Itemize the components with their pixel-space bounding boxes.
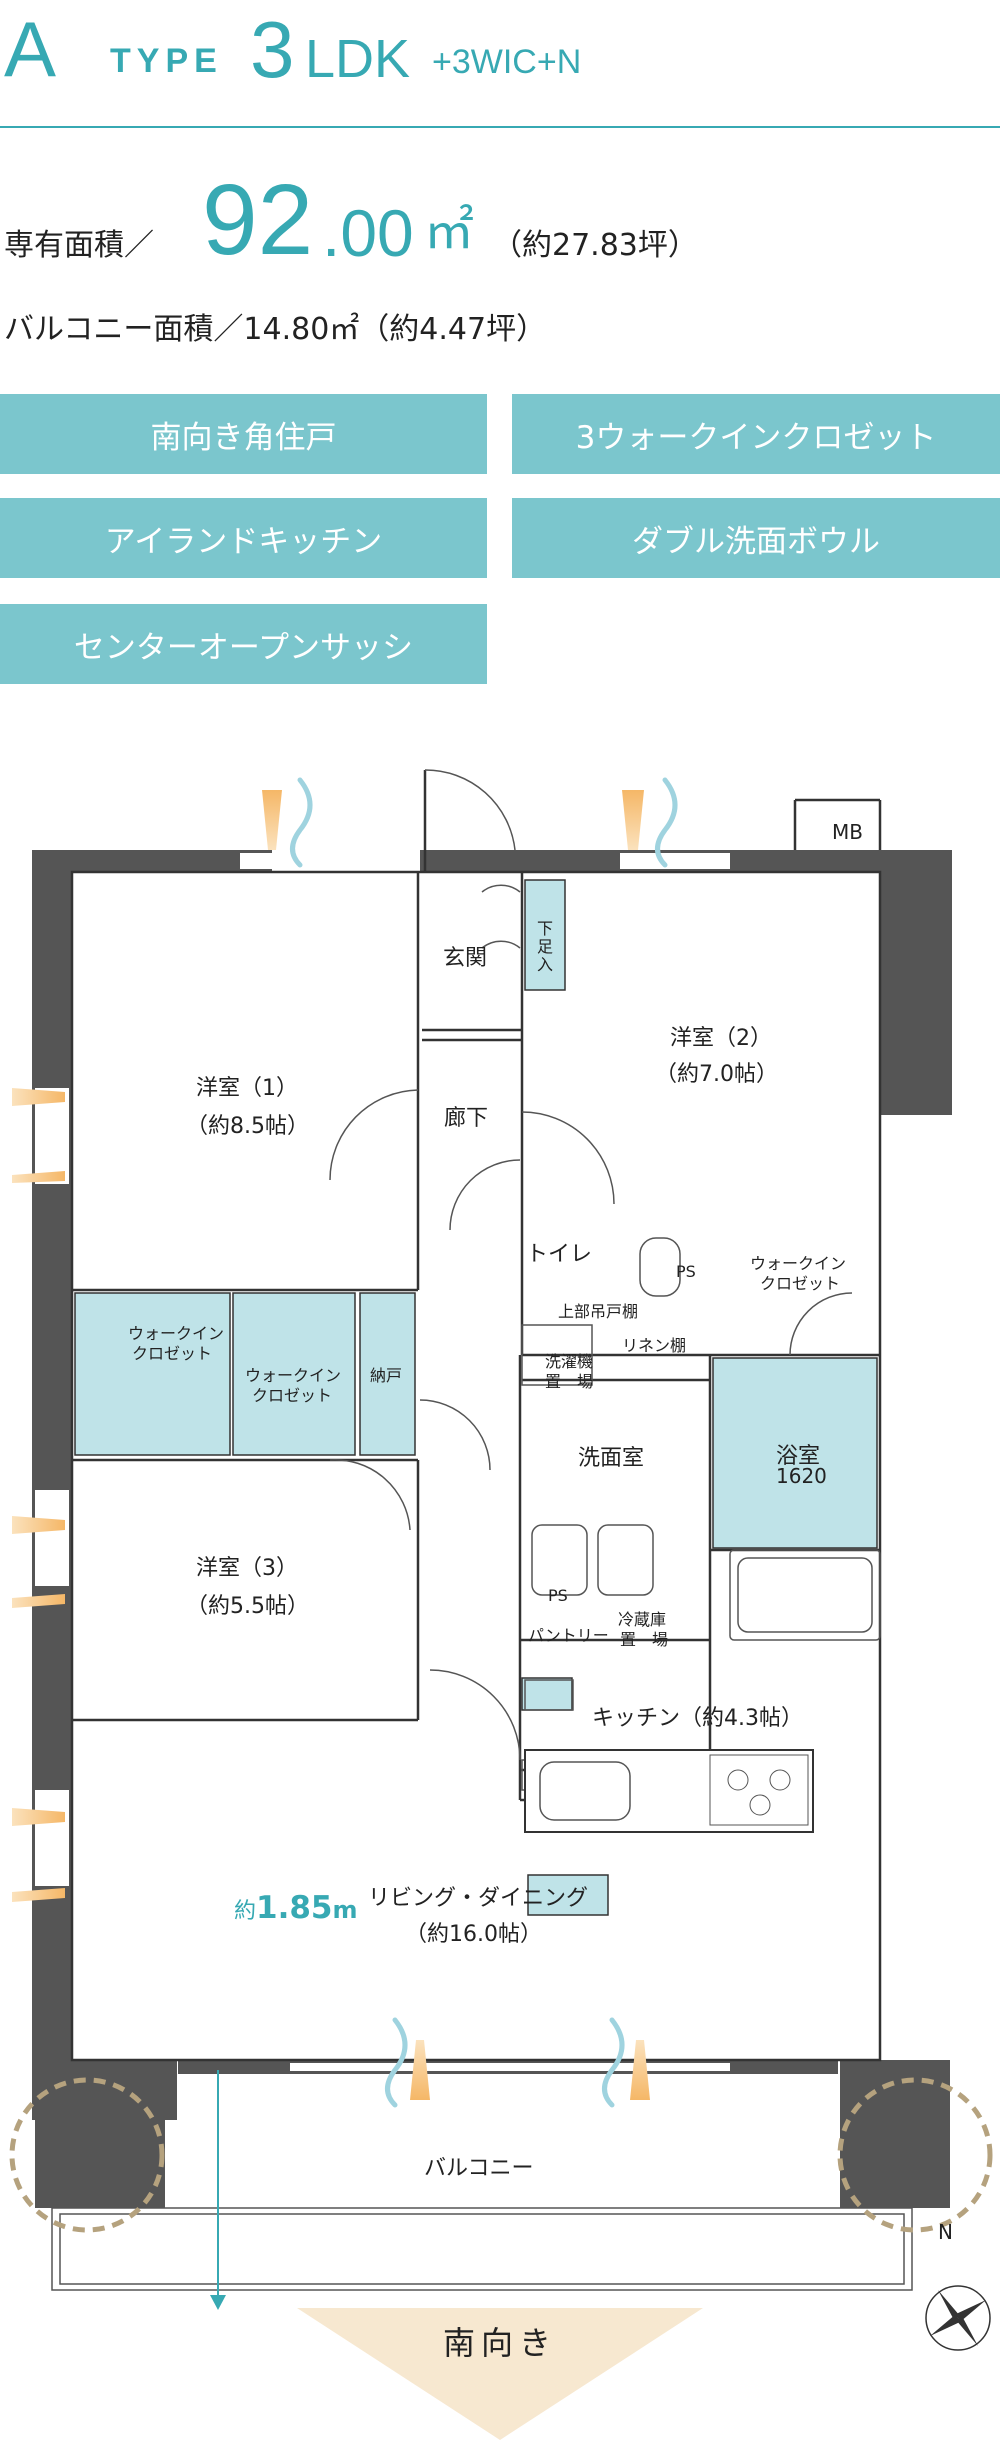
nando-label: 納戸 — [370, 1366, 403, 1385]
floor-plan-drawing — [9, 769, 993, 2440]
balcony-label: バルコニー — [424, 2156, 534, 2181]
corridor-label: 廊下 — [444, 1106, 489, 1131]
feature-badge: センターオープンサッシ — [0, 604, 487, 684]
room2-size: （約7.0帖） — [655, 1062, 778, 1087]
wic-label: クロゼット — [252, 1386, 333, 1405]
ventilation-arrows — [12, 777, 678, 2108]
door-swings — [329, 769, 853, 1761]
room1-label: 洋室（1） — [196, 1076, 298, 1101]
type-word: TYPE — [110, 42, 223, 80]
closets — [74, 879, 878, 1916]
room3-size: （約5.5帖） — [186, 1594, 309, 1619]
living-size: （約16.0帖） — [405, 1922, 542, 1947]
feature-badge: 南向き角住戸 — [0, 394, 487, 474]
feature-badge: 3ウォークインクロゼット — [512, 394, 1000, 474]
linen-label: リネン棚 — [622, 1336, 687, 1355]
upper-cabinet-label: 上部吊戸棚 — [558, 1302, 639, 1321]
floor-area-label: 専有面積／ — [4, 228, 154, 263]
room3-label: 洋室（3） — [196, 1556, 298, 1581]
floor-area-decimal: .00 — [322, 196, 414, 270]
floor-area-value: 92 — [202, 164, 314, 276]
pantry-label: パントリー — [528, 1626, 609, 1645]
ps-label: PS — [676, 1262, 696, 1281]
floor-area: 専有面積／ 92 .00 ㎡ （約27.83坪） — [4, 170, 994, 270]
bath-size: 1620 — [776, 1464, 827, 1488]
shoes-label: 下足入 — [536, 919, 553, 974]
compass-icon — [925, 2285, 991, 2351]
fridge-label: 冷蔵庫 — [618, 1610, 667, 1629]
mb-label: MB — [832, 820, 863, 844]
room2-label: 洋室（2） — [670, 1026, 772, 1051]
balcony-depth-value: 1.85 — [256, 1890, 333, 1926]
corner-markers — [9, 2077, 993, 2233]
balcony-rail — [51, 2207, 913, 2291]
feature-badge: ダブル洗面ボウル — [512, 498, 1000, 578]
wic-label: クロゼット — [132, 1344, 213, 1363]
washroom-label: 洗面室 — [578, 1446, 645, 1471]
balcony-area: バルコニー面積／14.80㎡（約4.47坪） — [4, 312, 547, 347]
living-label: リビング・ダイニング — [368, 1886, 589, 1911]
plan-extra: +3WIC+N — [432, 43, 582, 81]
washer-label: 洗濯機 — [545, 1352, 594, 1371]
ps2-label: PS — [548, 1586, 568, 1605]
type-letter: A — [4, 5, 57, 93]
floor-plan: MB 玄関 下足入 洋室（2） （約7.0帖） 洋室（1） （約8.5帖） 廊下… — [0, 750, 1000, 2441]
room1-size: （約8.5帖） — [186, 1114, 309, 1139]
south-arrow — [297, 2308, 703, 2440]
wic-label: ウォークイン — [128, 1324, 225, 1343]
south-facing-label: 南向き — [442, 2324, 557, 2362]
north-label: N — [938, 2220, 953, 2244]
balcony-depth-unit: m — [332, 1896, 358, 1924]
wic-label: ウォークイン — [245, 1366, 342, 1385]
plan-ldk: LDK — [305, 29, 411, 89]
feature-badge: アイランドキッチン — [0, 498, 487, 578]
wic-label: ウォークイン — [750, 1254, 847, 1273]
kitchen-label: キッチン（約4.3帖） — [592, 1706, 803, 1731]
balcony-depth-prefix: 約 — [234, 1899, 257, 1924]
plan-room-count: 3 — [250, 5, 295, 94]
island-kitchen — [524, 1749, 814, 1833]
floor-area-tsubo: （約27.83坪） — [492, 228, 698, 263]
bath-label: 浴室 — [776, 1444, 821, 1469]
balcony-dimension — [210, 2070, 226, 2310]
genkan-label: 玄関 — [443, 946, 488, 971]
fridge-label: 置 場 — [620, 1630, 669, 1649]
balcony-depth: 約1.85m — [234, 1890, 358, 1926]
wic-label: クロゼット — [760, 1274, 841, 1293]
washer-label: 置 場 — [545, 1372, 594, 1391]
floor-area-unit: ㎡ — [424, 203, 474, 259]
toilet-label: トイレ — [526, 1242, 593, 1267]
plan-header: A TYPE 3 LDK +3WIC+N — [0, 0, 1000, 130]
header-divider — [0, 126, 1000, 128]
